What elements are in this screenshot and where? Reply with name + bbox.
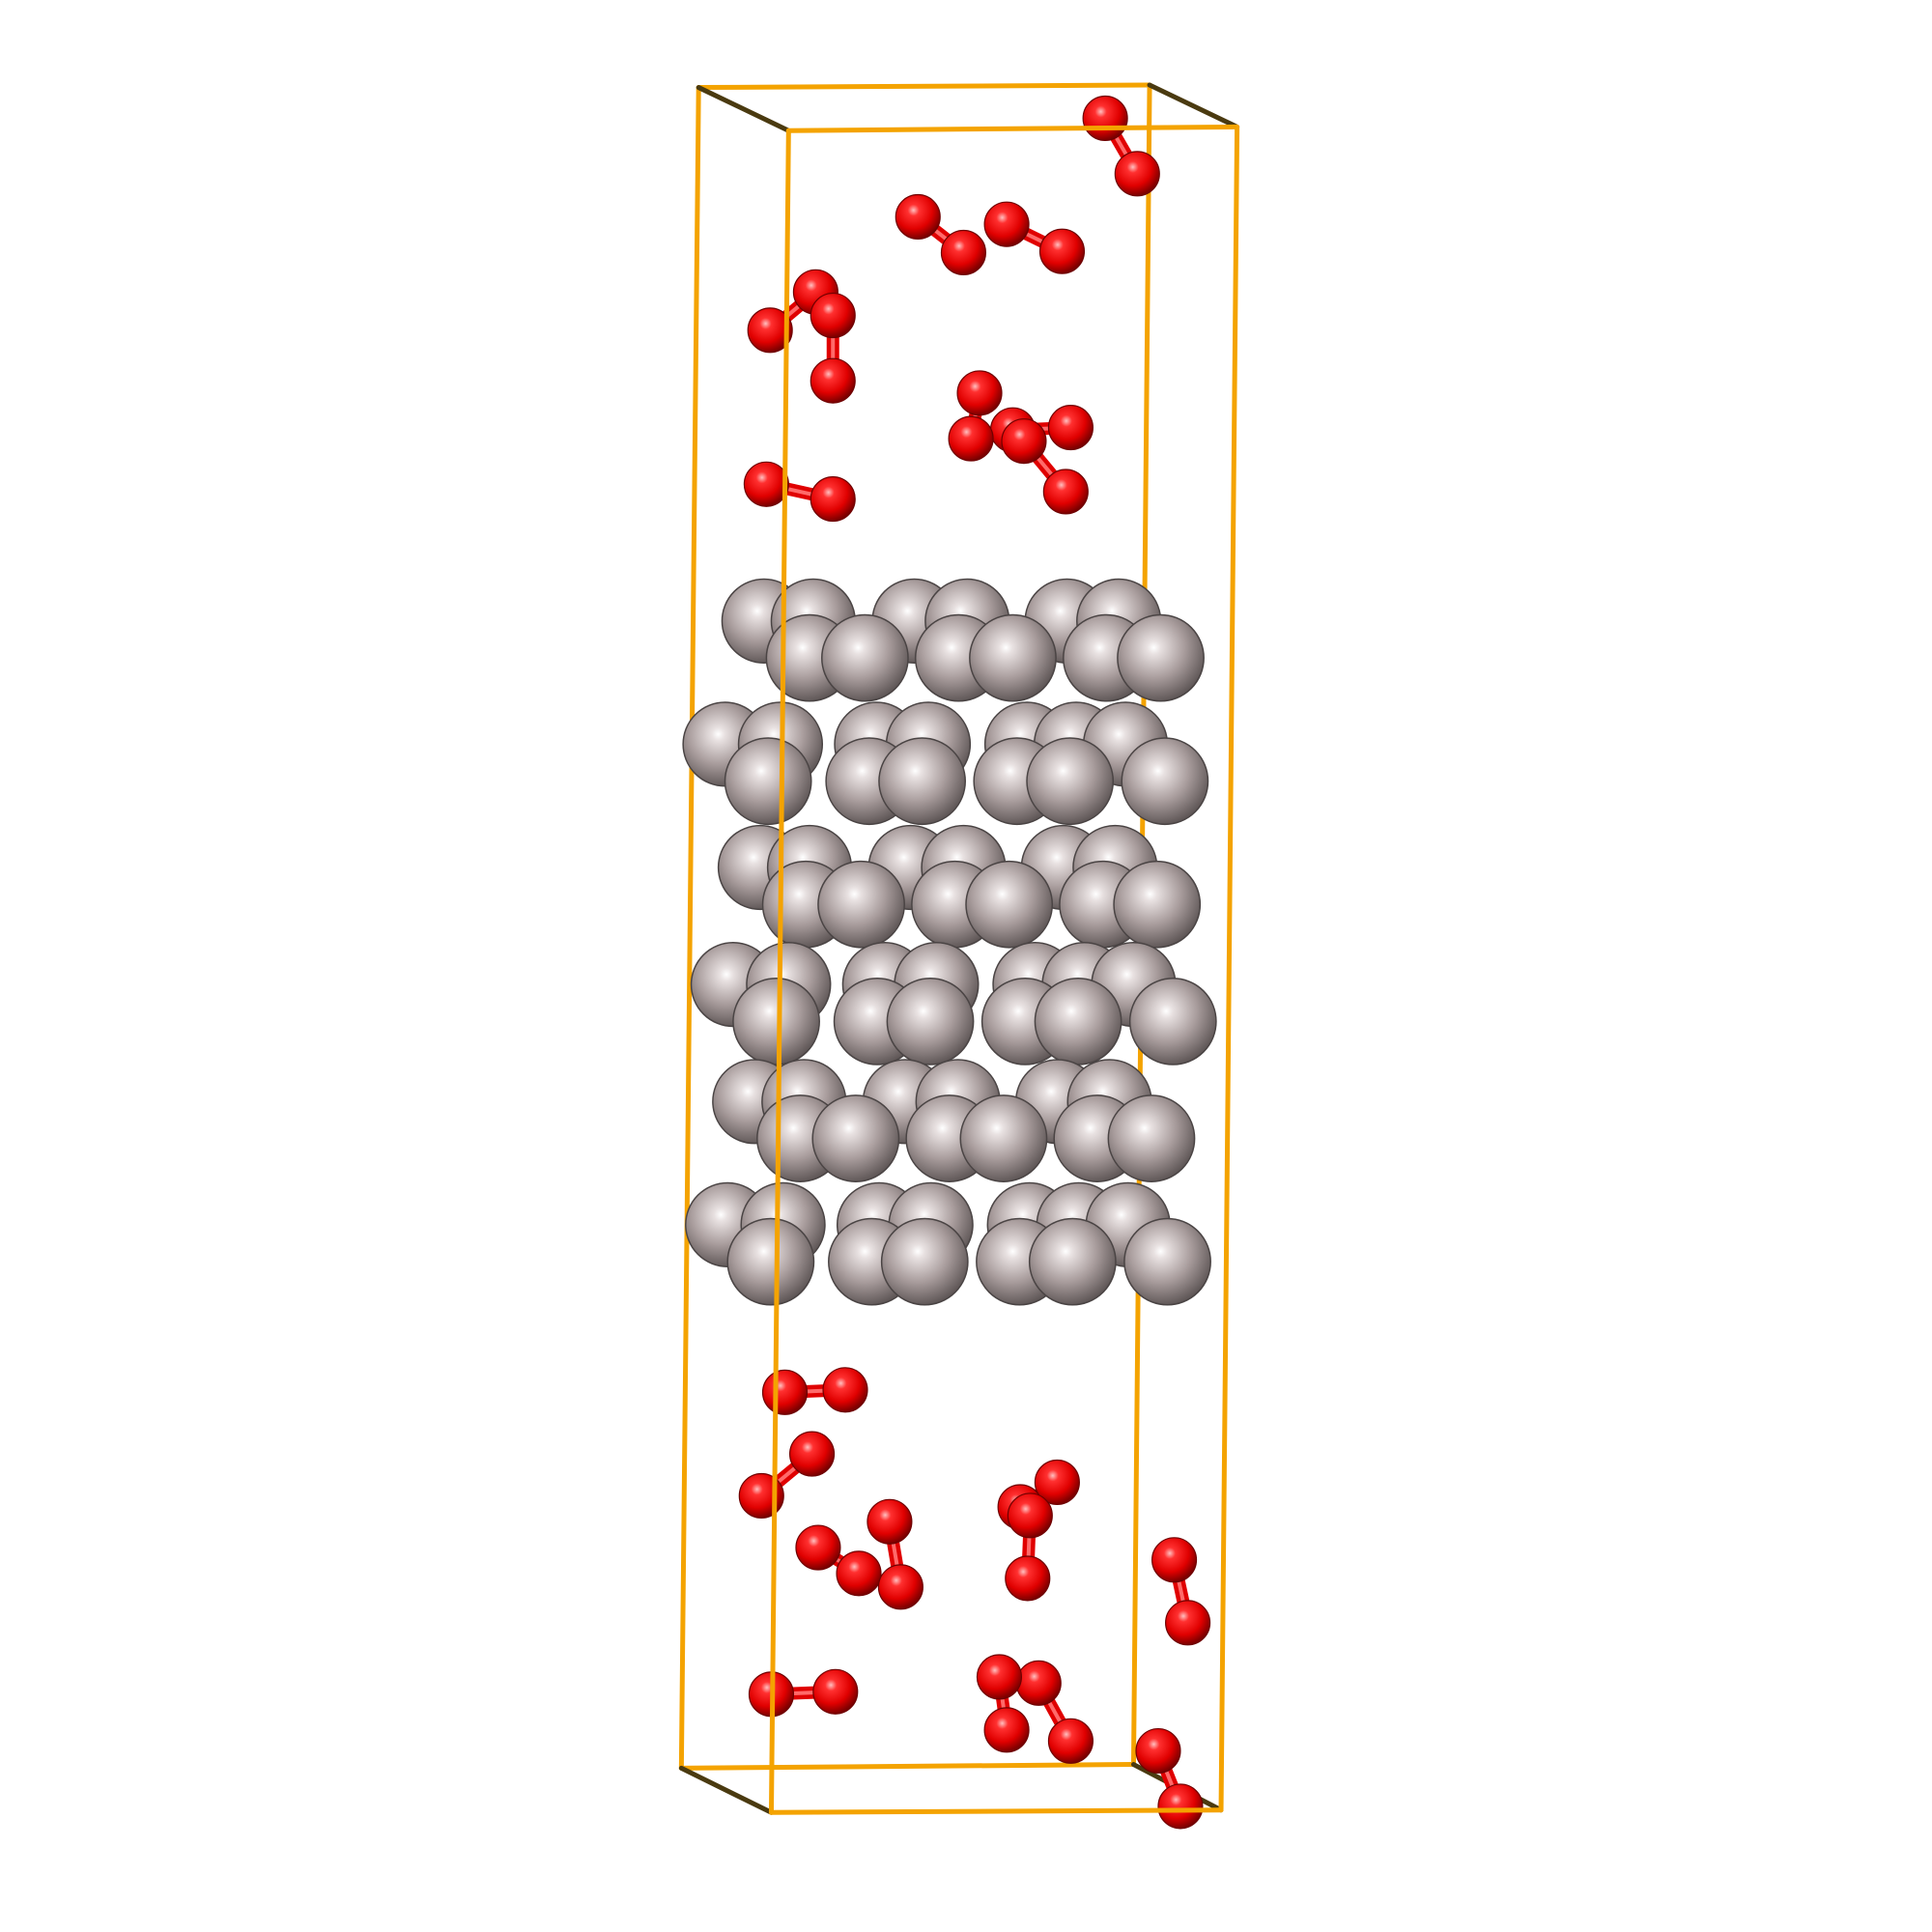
oxygen-atom bbox=[743, 461, 789, 507]
slab-atom bbox=[1113, 860, 1202, 949]
oxygen-molecule bbox=[895, 193, 987, 276]
oxygen-atom bbox=[1005, 1555, 1051, 1602]
oxygen-atom bbox=[1015, 1660, 1062, 1706]
oxygen-atom bbox=[983, 201, 1030, 247]
oxygen-atom bbox=[747, 307, 793, 354]
oxygen-molecule bbox=[738, 1431, 836, 1520]
cell-edge bbox=[678, 85, 701, 1771]
oxygen-atom bbox=[822, 1367, 868, 1413]
slab-atom bbox=[811, 1094, 900, 1182]
oxygen-atom bbox=[1038, 228, 1086, 274]
cell-edge bbox=[768, 1807, 1224, 1815]
oxygen-molecule bbox=[948, 370, 1003, 462]
cell-edge bbox=[785, 124, 1240, 133]
slab-atom bbox=[726, 1217, 815, 1306]
oxygen-atom bbox=[877, 1564, 923, 1610]
oxygen-molecule bbox=[1005, 1492, 1053, 1602]
oxygen-atom bbox=[1001, 418, 1047, 465]
oxygen-molecule bbox=[867, 1498, 923, 1610]
cell-edge bbox=[768, 128, 791, 1815]
oxygen-atom bbox=[1042, 469, 1089, 515]
slab-atom bbox=[1107, 1094, 1196, 1182]
oxygen-atom bbox=[1047, 405, 1094, 451]
cell-edge bbox=[1147, 82, 1240, 129]
oxygen-atom bbox=[1151, 1537, 1198, 1583]
oxygen-atom bbox=[976, 1654, 1022, 1700]
slab-atom bbox=[724, 737, 812, 826]
oxygen-atom bbox=[1047, 1718, 1094, 1764]
oxygen-atom bbox=[983, 1707, 1030, 1753]
oxygen-atom bbox=[789, 1431, 836, 1477]
cell-edge bbox=[696, 82, 1152, 91]
oxygen-atom bbox=[867, 1498, 913, 1545]
slab-atom bbox=[959, 1094, 1048, 1182]
oxygen-atom bbox=[810, 292, 856, 339]
slab-atom bbox=[1123, 1217, 1211, 1306]
slab-atom bbox=[1034, 978, 1122, 1065]
slab-atom bbox=[1117, 613, 1205, 702]
oxygen-molecule bbox=[747, 269, 838, 354]
oxygen-molecule bbox=[761, 1367, 868, 1415]
slab-atom bbox=[1028, 1217, 1117, 1306]
cell-edge bbox=[678, 1762, 1136, 1771]
oxygen-atom bbox=[956, 370, 1003, 416]
slab-atom bbox=[1121, 737, 1209, 826]
slab-atom bbox=[732, 978, 820, 1065]
oxygen-atom bbox=[1114, 151, 1160, 197]
oxygen-atom bbox=[948, 415, 994, 462]
oxygen-molecule bbox=[1135, 1727, 1204, 1830]
slab-atom bbox=[817, 860, 905, 949]
oxygen-molecule bbox=[976, 1654, 1030, 1753]
oxygen-atom bbox=[836, 1550, 882, 1597]
unit-cell-front-edges bbox=[768, 124, 1240, 1815]
oxygen-atom bbox=[1157, 1783, 1204, 1830]
oxygen-molecule bbox=[743, 461, 856, 523]
oxygen-atom bbox=[940, 229, 987, 276]
oxygen-atom bbox=[1007, 1492, 1053, 1539]
oxygen-molecule bbox=[983, 201, 1086, 274]
oxygen-atom bbox=[1135, 1727, 1181, 1775]
slab-atom bbox=[880, 1217, 969, 1306]
oxygen-atom bbox=[1034, 1459, 1080, 1505]
oxygen-molecule bbox=[748, 1668, 859, 1718]
oxygen-atom bbox=[795, 1524, 841, 1571]
slab-atom bbox=[1128, 978, 1217, 1065]
cell-edge bbox=[678, 1765, 774, 1815]
oxygen-atom bbox=[1082, 95, 1128, 142]
metal-slab bbox=[682, 578, 1217, 1306]
slab-atom bbox=[1026, 737, 1115, 826]
oxygen-atom bbox=[810, 357, 856, 404]
oxygen-atom bbox=[1165, 1600, 1211, 1646]
oxygen-atom bbox=[810, 476, 856, 523]
slab-atom bbox=[886, 978, 975, 1065]
oxygen-atom bbox=[895, 193, 941, 241]
slab-atom bbox=[878, 737, 966, 826]
oxygen-atom bbox=[812, 1668, 859, 1715]
oxygen-molecule bbox=[795, 1524, 882, 1597]
slab-atom bbox=[821, 613, 909, 702]
oxygen-molecule bbox=[1151, 1537, 1211, 1646]
slab-atom bbox=[969, 613, 1057, 702]
oxygen-molecule bbox=[1015, 1660, 1094, 1764]
slab-atom bbox=[965, 860, 1054, 949]
cell-edge bbox=[1218, 124, 1240, 1813]
cell-edge bbox=[696, 85, 791, 133]
oxygen-molecule bbox=[810, 292, 856, 404]
oxygen-atom bbox=[761, 1369, 809, 1415]
oxygen-molecule bbox=[1001, 418, 1089, 515]
